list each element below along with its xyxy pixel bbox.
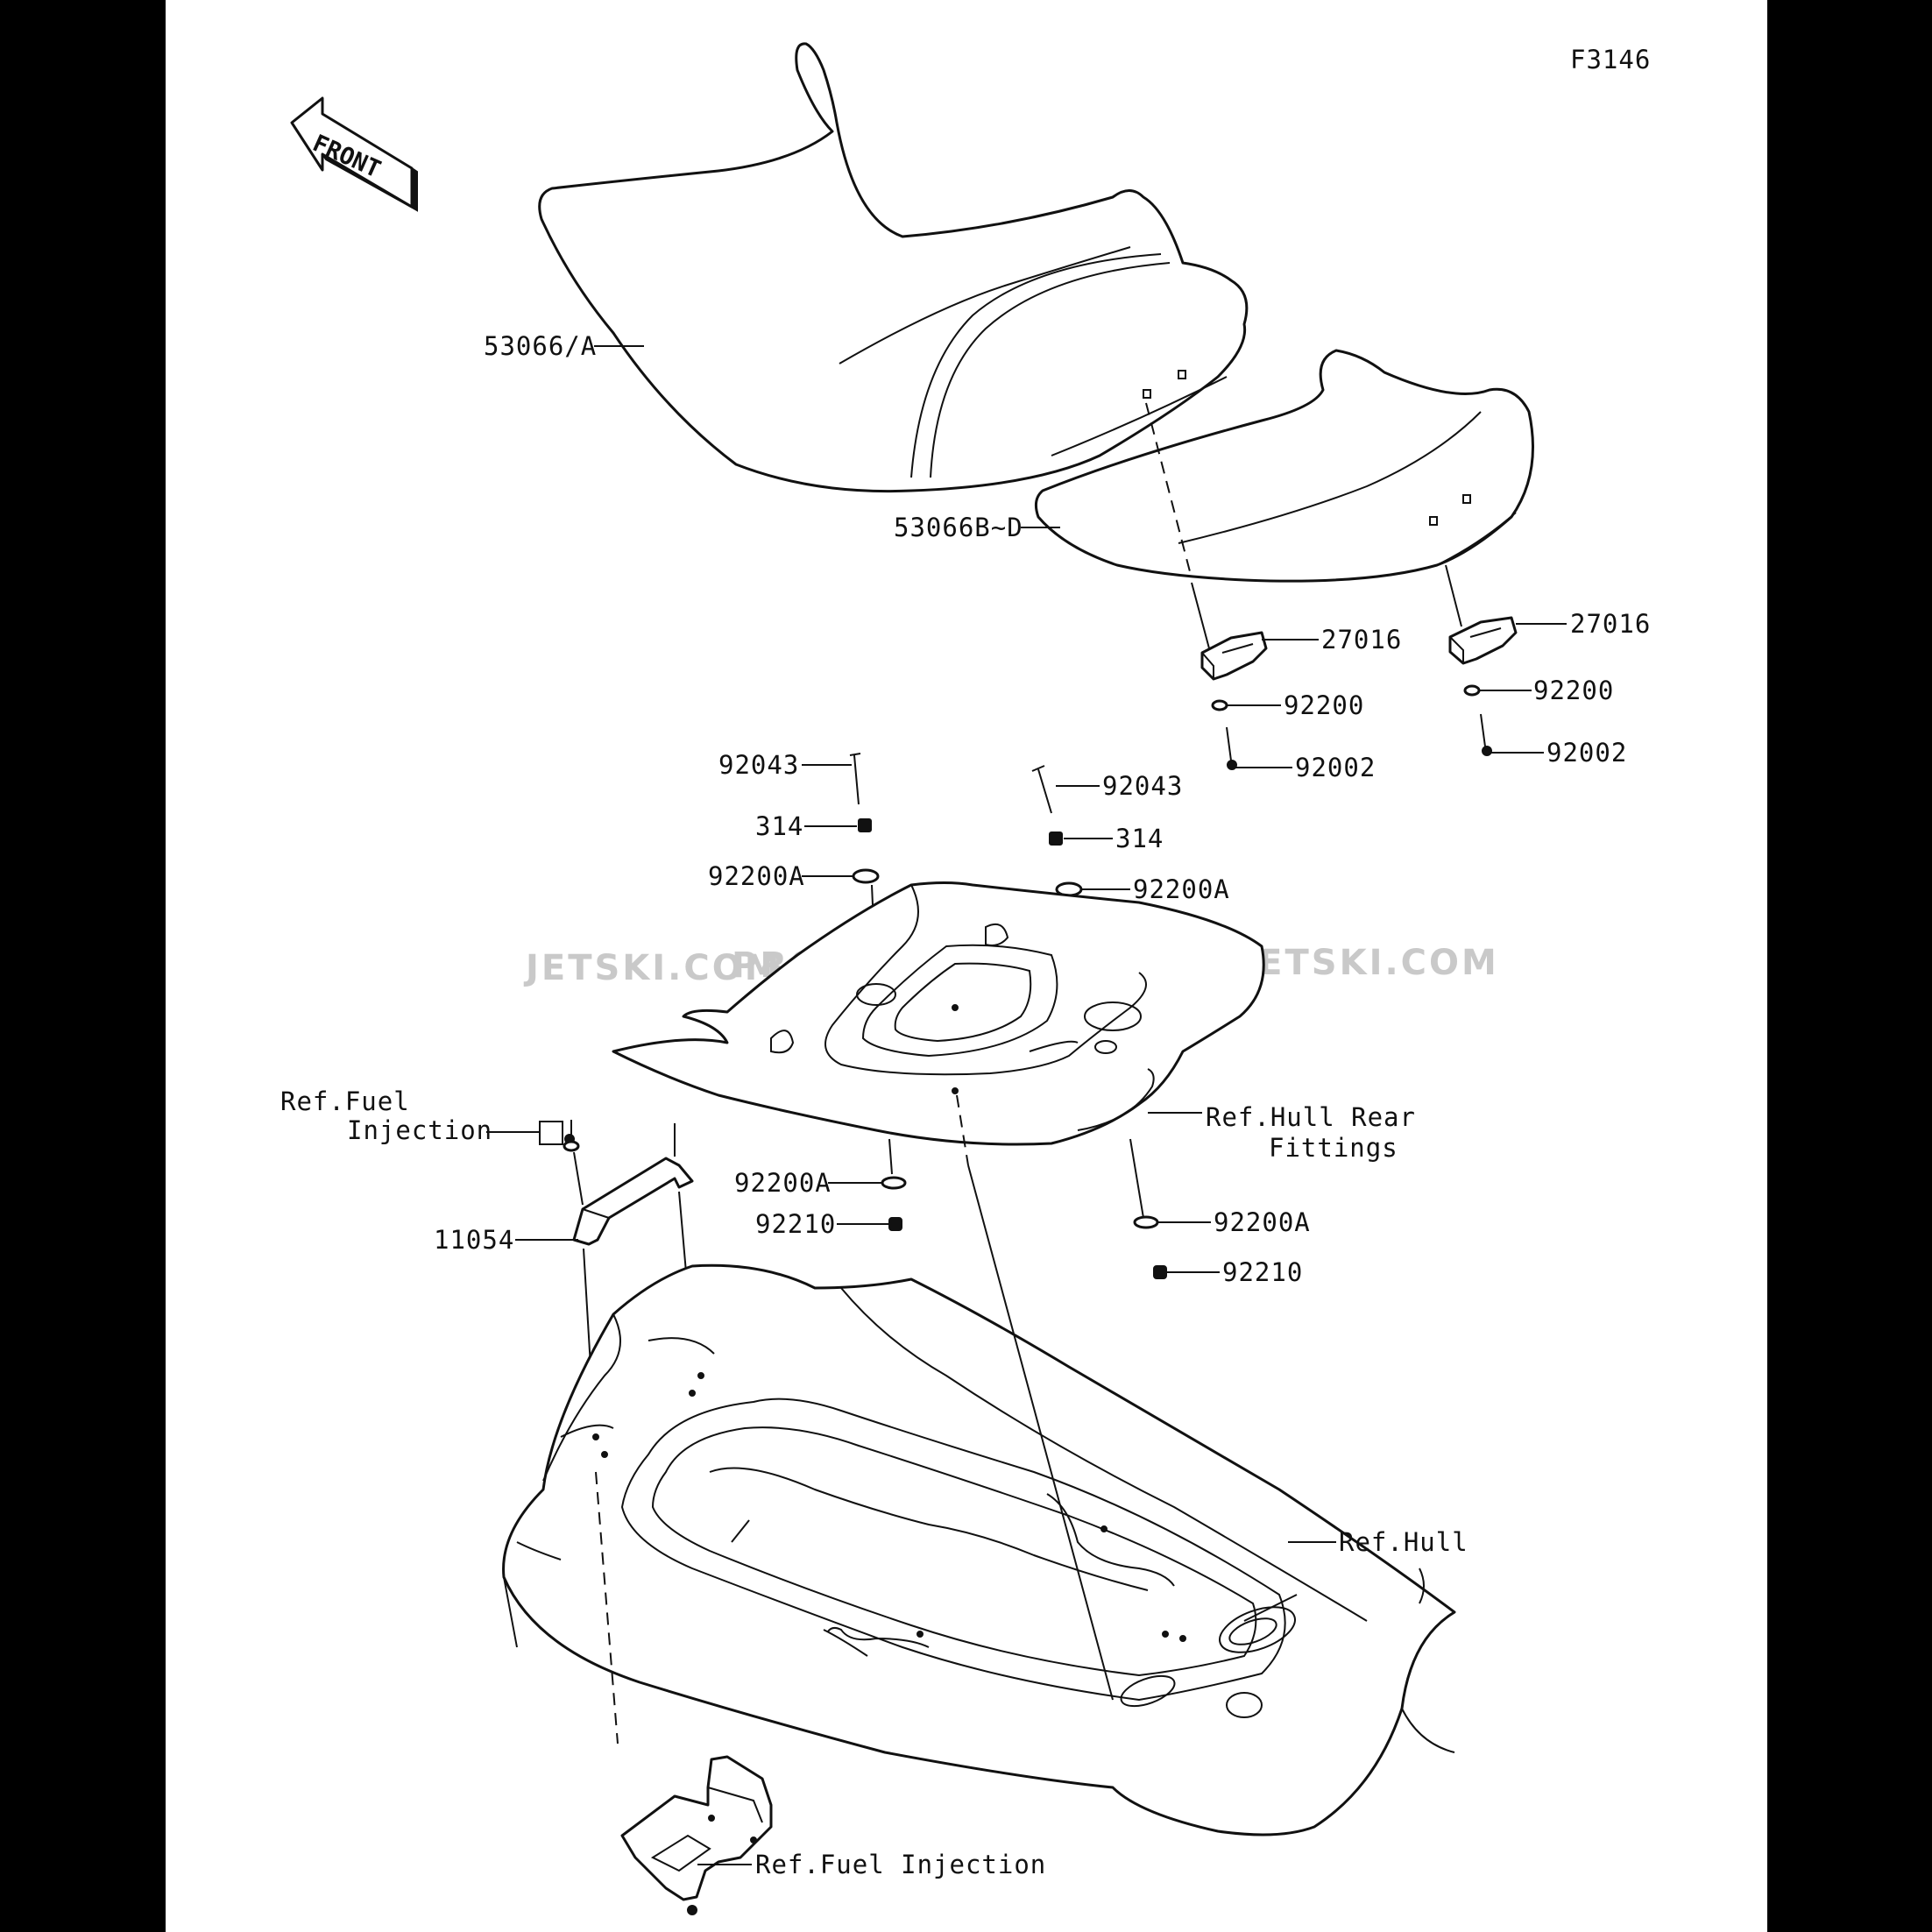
label-11054: 11054 xyxy=(434,1225,514,1255)
label-92210-lower-left: 92210 xyxy=(755,1209,836,1239)
align-line-hull-center xyxy=(967,1164,1114,1701)
callout-labels: 53066/A 53066B~D 27016 27016 92200 92200… xyxy=(280,331,1651,1879)
front-seat xyxy=(538,42,1249,493)
watermark-jetski: JETSKI.COM xyxy=(523,948,782,988)
label-92002-right: 92002 xyxy=(1546,738,1627,768)
label-27016-right: 27016 xyxy=(1570,609,1651,639)
label-92200-left: 92200 xyxy=(1284,690,1364,720)
bolt-92002-right xyxy=(1480,713,1492,756)
nut-314-right xyxy=(1049,832,1063,846)
label-92210-lower-right: 92210 xyxy=(1222,1257,1303,1287)
label-92200-right: 92200 xyxy=(1533,676,1614,705)
label-92200a-lower-right: 92200A xyxy=(1214,1207,1311,1237)
align-line-bracket-left xyxy=(1191,582,1210,649)
seat-frame xyxy=(612,881,1265,1146)
leader-lines xyxy=(486,345,1567,1865)
label-27016-left: 27016 xyxy=(1321,625,1402,655)
stud-92043-right xyxy=(1031,765,1052,814)
label-92043-left: 92043 xyxy=(718,750,799,780)
label-92200a-upper-left: 92200A xyxy=(708,861,805,891)
label-92200a-upper-right: 92200A xyxy=(1133,874,1230,904)
bolt-92002-left xyxy=(1226,726,1237,770)
label-53066a: 53066/A xyxy=(484,331,597,361)
label-ref-fuel-injection-top-2: Injection xyxy=(347,1115,492,1145)
bracket-11054 xyxy=(563,1120,694,1246)
washer-92200-right xyxy=(1463,684,1481,697)
rear-seat xyxy=(1034,349,1534,583)
label-92043-right: 92043 xyxy=(1102,771,1183,801)
align-line-seat-left xyxy=(1145,402,1192,579)
label-53066b-d: 53066B~D xyxy=(894,513,1023,542)
stud-92043-left xyxy=(849,753,861,805)
label-ref-hull-rear-1: Ref.Hull Rear xyxy=(1206,1102,1416,1132)
bracket-27016-left xyxy=(1200,631,1268,681)
align-line-bracket-right xyxy=(1445,564,1462,627)
nut-314-left xyxy=(858,818,872,832)
washer-92200a-lower-right xyxy=(1133,1215,1159,1229)
label-ref-hull-rear-2: Fittings xyxy=(1269,1133,1398,1163)
label-92002-left: 92002 xyxy=(1295,753,1376,782)
label-314-left: 314 xyxy=(755,811,803,841)
nut-92210-lower-right xyxy=(1153,1265,1167,1279)
align-line-frame-center xyxy=(956,1094,969,1166)
bracket-27016-right xyxy=(1448,616,1518,665)
align-line-lower-right-nut xyxy=(1129,1138,1144,1219)
washer-92200a-lower-left xyxy=(881,1176,907,1190)
label-ref-fuel-injection-bottom: Ref.Fuel Injection xyxy=(755,1850,1046,1879)
label-314-right: 314 xyxy=(1115,824,1164,853)
figure-code: F3146 xyxy=(1570,45,1651,74)
fuel-injection-bracket xyxy=(620,1755,773,1915)
washer-92200-left xyxy=(1211,699,1228,711)
label-ref-hull: Ref.Hull xyxy=(1339,1527,1468,1557)
washer-92200a-upper-left xyxy=(852,868,880,884)
label-ref-fuel-injection-top-1: Ref.Fuel xyxy=(280,1086,410,1116)
hull xyxy=(502,1263,1456,1836)
nut-92210-lower-left xyxy=(888,1217,902,1231)
front-arrow-icon: FRONT xyxy=(290,96,418,212)
align-line-hull-left xyxy=(595,1471,619,1744)
align-line-lower-left-nut xyxy=(888,1138,893,1175)
label-92200a-lower-left: 92200A xyxy=(734,1168,832,1198)
align-line-11054-upper xyxy=(573,1151,584,1206)
